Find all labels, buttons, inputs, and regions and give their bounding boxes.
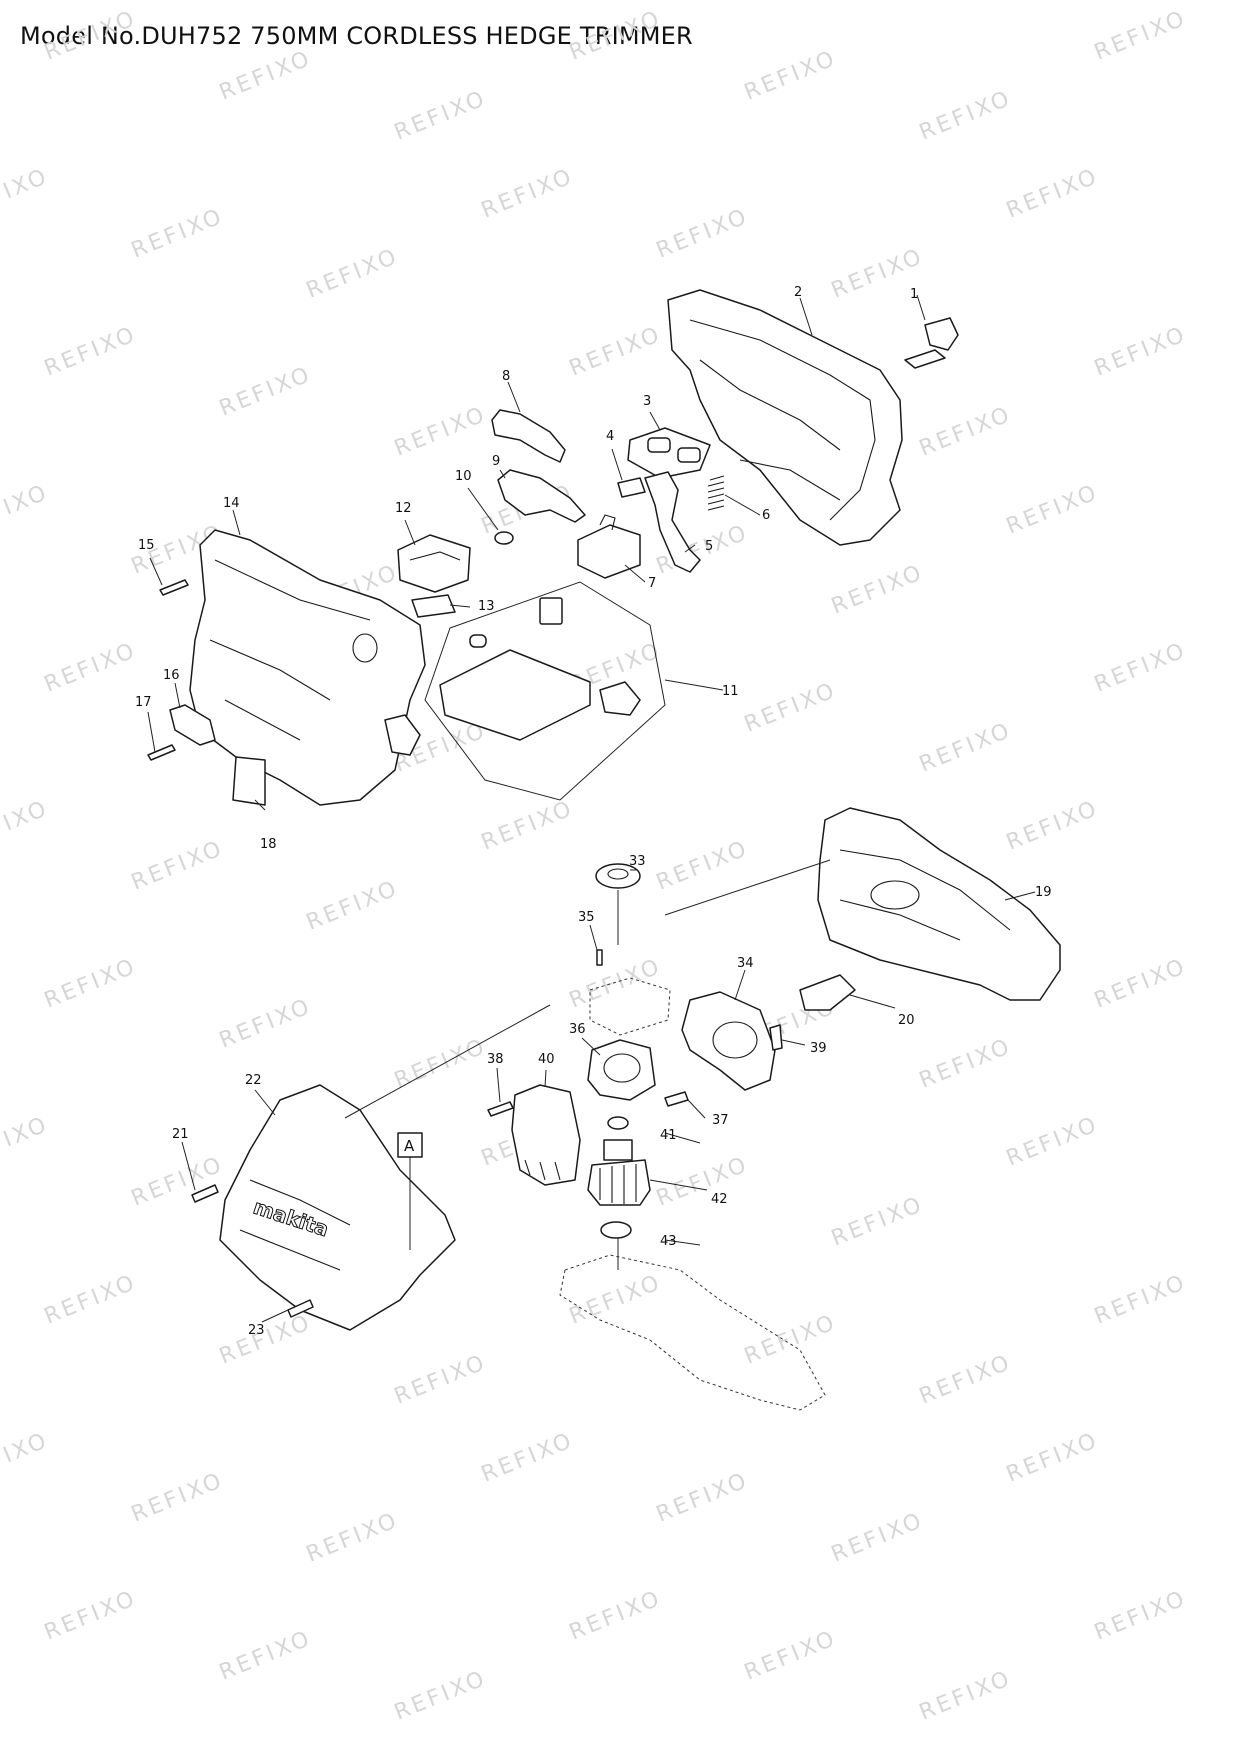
part-5-switch-lever xyxy=(644,471,701,573)
leader-lines xyxy=(147,294,1036,1323)
part-19-housing xyxy=(817,807,1061,1001)
part-23-screw xyxy=(287,1299,314,1318)
part-label-43: 43 xyxy=(660,1234,677,1249)
part-label-33: 33 xyxy=(629,854,646,869)
part-37-screw xyxy=(664,1091,689,1107)
part-21-screw xyxy=(191,1184,219,1203)
part-11-terminal-assembly xyxy=(424,581,666,801)
part-label-1: 1 xyxy=(910,287,918,302)
part-label-20: 20 xyxy=(898,1013,915,1028)
part-label-21: 21 xyxy=(172,1127,189,1142)
part-33-rubber-ring xyxy=(595,863,641,889)
part-14-housing-set xyxy=(189,529,426,806)
part-38-screw xyxy=(487,1101,514,1117)
part-36-stator xyxy=(587,1039,656,1101)
part-label-39: 39 xyxy=(810,1041,827,1056)
part-label-15: 15 xyxy=(138,538,155,553)
part-label-23: 23 xyxy=(248,1323,265,1338)
part-34-motor-bracket xyxy=(681,991,776,1091)
part-43-bearing xyxy=(600,1221,632,1239)
part-label-13: 13 xyxy=(478,599,495,614)
part-42-rotor xyxy=(587,1139,651,1206)
part-label-16: 16 xyxy=(163,668,180,683)
part-label-2: 2 xyxy=(794,285,802,300)
part-2-housing-half xyxy=(667,289,903,546)
part-label-9: 9 xyxy=(492,454,500,469)
part-40-motor-housing xyxy=(511,1084,581,1186)
part-label-6: 6 xyxy=(762,508,770,523)
part-7-switch xyxy=(577,514,641,579)
part-label-40: 40 xyxy=(538,1052,555,1067)
page-title: Model No.DUH752 750MM CORDLESS HEDGE TRI… xyxy=(20,22,693,50)
part-12-controller xyxy=(397,534,471,593)
part-label-11: 11 xyxy=(722,684,739,699)
part-15-screw xyxy=(159,579,189,596)
part-label-37: 37 xyxy=(712,1113,729,1128)
part-label-34: 34 xyxy=(737,956,754,971)
alignment-line-22 xyxy=(344,1004,551,1119)
part-label-38: 38 xyxy=(487,1052,504,1067)
part-label-22: 22 xyxy=(245,1073,262,1088)
part-16-hook xyxy=(169,704,216,746)
part-label-5: 5 xyxy=(705,539,713,554)
part-41-bearing xyxy=(607,1116,629,1130)
part-10-spring xyxy=(494,531,514,545)
part-label-14: 14 xyxy=(223,496,240,511)
part-label-4: 4 xyxy=(606,429,614,444)
part-label-36: 36 xyxy=(569,1022,586,1037)
part-1-pin xyxy=(904,317,959,369)
part-4-clip xyxy=(617,477,646,498)
section-a-box xyxy=(397,1132,423,1158)
part-8-lock-lever xyxy=(491,409,566,463)
part-6-spring xyxy=(707,475,725,511)
section-a-label: A xyxy=(404,1137,415,1155)
part-label-10: 10 xyxy=(455,469,472,484)
part-label-19: 19 xyxy=(1035,885,1052,900)
part-35-screw xyxy=(596,949,603,966)
part-13-label xyxy=(411,594,456,618)
part-label-12: 12 xyxy=(395,501,412,516)
part-label-8: 8 xyxy=(502,369,510,384)
part-label-42: 42 xyxy=(711,1192,728,1207)
part-3-button-plate xyxy=(627,427,711,479)
part-label-41: 41 xyxy=(660,1128,677,1143)
part-18-nameplate xyxy=(232,756,266,806)
part-17-screw xyxy=(147,744,176,761)
part-39-screw xyxy=(769,1024,783,1051)
sensor-board xyxy=(589,977,671,1036)
part-9-lever xyxy=(497,469,586,523)
part-label-18: 18 xyxy=(260,837,277,852)
part-20-pad xyxy=(799,974,856,1011)
alignment-line-19 xyxy=(664,859,831,916)
part-22-gear-cover: makita xyxy=(219,1084,456,1331)
part-label-7: 7 xyxy=(648,576,656,591)
gear-assembly-outline xyxy=(559,1254,826,1411)
part-label-17: 17 xyxy=(135,695,152,710)
part-label-3: 3 xyxy=(643,394,651,409)
part-label-35: 35 xyxy=(578,910,595,925)
